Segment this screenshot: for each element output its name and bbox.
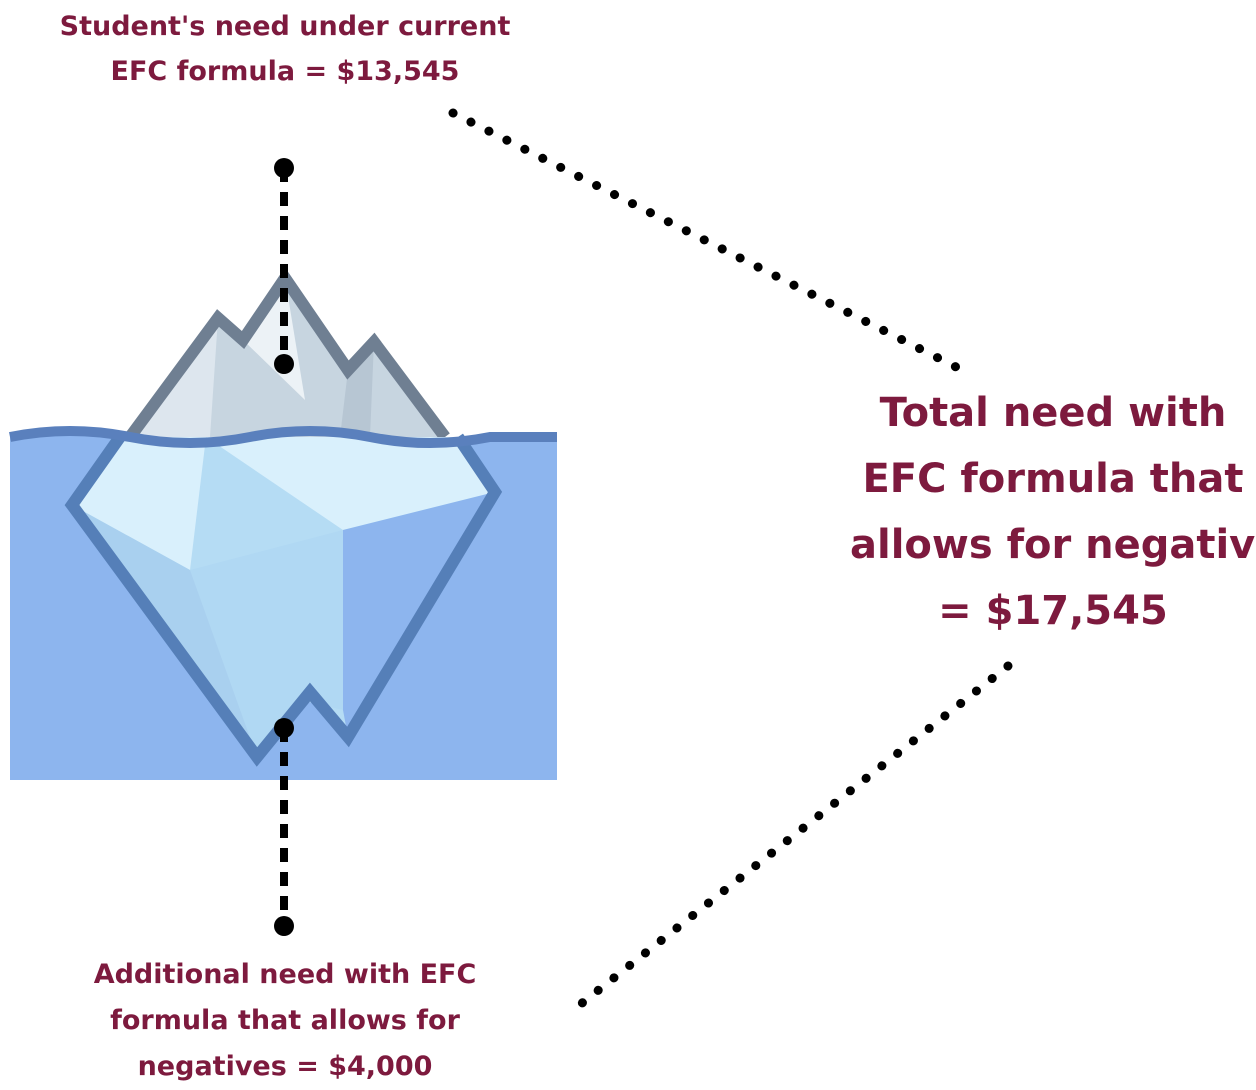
bottom-marker-dot-upper <box>274 718 294 738</box>
current-need-label: Student's need under current EFC formula… <box>40 4 530 94</box>
iceberg-body-outline <box>64 433 503 767</box>
water-surface-line <box>9 426 557 448</box>
current-need-label-line1: Student's need under current <box>59 11 511 42</box>
additional-need-label-line1: Additional need with EFC <box>93 959 477 990</box>
current-need-label-line2: EFC formula = $13,545 <box>110 56 460 87</box>
additional-need-label: Additional need with EFC formula that al… <box>40 952 530 1090</box>
total-need-label: Total need with EFC formula that allows … <box>850 380 1256 644</box>
upper-connector <box>448 108 963 373</box>
total-need-label-line3: allows for negatives <box>850 522 1256 568</box>
lower-connector <box>562 661 1013 1020</box>
iceberg-icon <box>64 267 503 767</box>
total-need-label-line1: Total need with <box>879 390 1227 436</box>
total-need-label-line4: = $17,545 <box>938 588 1168 634</box>
top-marker-dot-upper <box>274 158 294 178</box>
additional-need-label-line2: formula that allows for <box>110 1005 460 1036</box>
bottom-marker-dot-lower <box>274 916 294 936</box>
additional-need-label-line3: negatives = $4,000 <box>137 1051 433 1082</box>
bottom-marker <box>274 718 294 936</box>
total-need-label-line2: EFC formula that <box>862 456 1244 502</box>
top-marker-dot-lower <box>274 354 294 374</box>
top-marker <box>274 158 294 374</box>
